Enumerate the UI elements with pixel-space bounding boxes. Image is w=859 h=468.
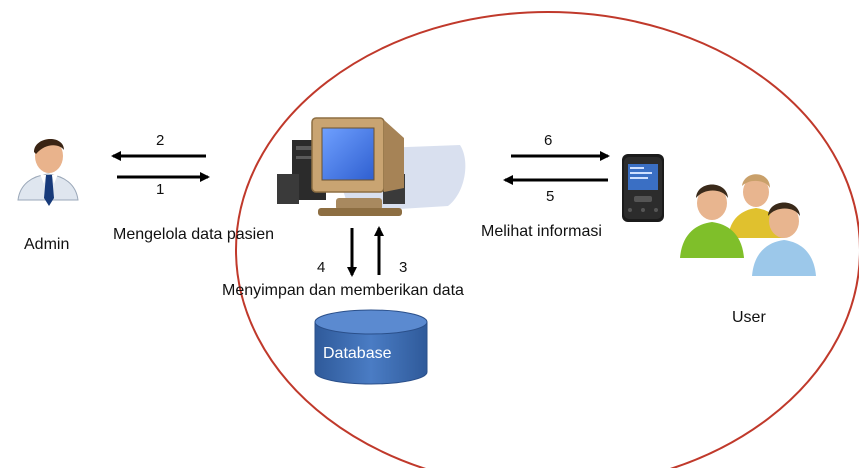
manage-caption: Mengelola data pasien xyxy=(113,226,275,243)
flow-label-server-to-user: 5 xyxy=(546,188,555,205)
mobile-phone-icon xyxy=(622,154,664,222)
businessman-icon xyxy=(17,138,79,206)
user-group-icon xyxy=(680,174,816,276)
flow-label-admin-to-server: 1 xyxy=(156,181,165,198)
user-label: User xyxy=(732,309,766,326)
store-caption: Menyimpan dan memberikan data xyxy=(222,282,464,299)
view-caption: Melihat informasi xyxy=(481,223,602,240)
admin-label: Admin xyxy=(24,236,70,253)
flow-label-server-to-admin: 2 xyxy=(156,132,165,149)
flow-label-database-to-server: 3 xyxy=(399,259,408,276)
system-boundary xyxy=(235,11,859,468)
flow-label-server-to-database: 4 xyxy=(317,259,326,276)
desktop-computer-icon xyxy=(277,117,466,216)
flow-label-user-to-server: 6 xyxy=(544,132,553,149)
cylinder-database-icon xyxy=(314,309,428,385)
database-label: Database xyxy=(323,345,392,362)
